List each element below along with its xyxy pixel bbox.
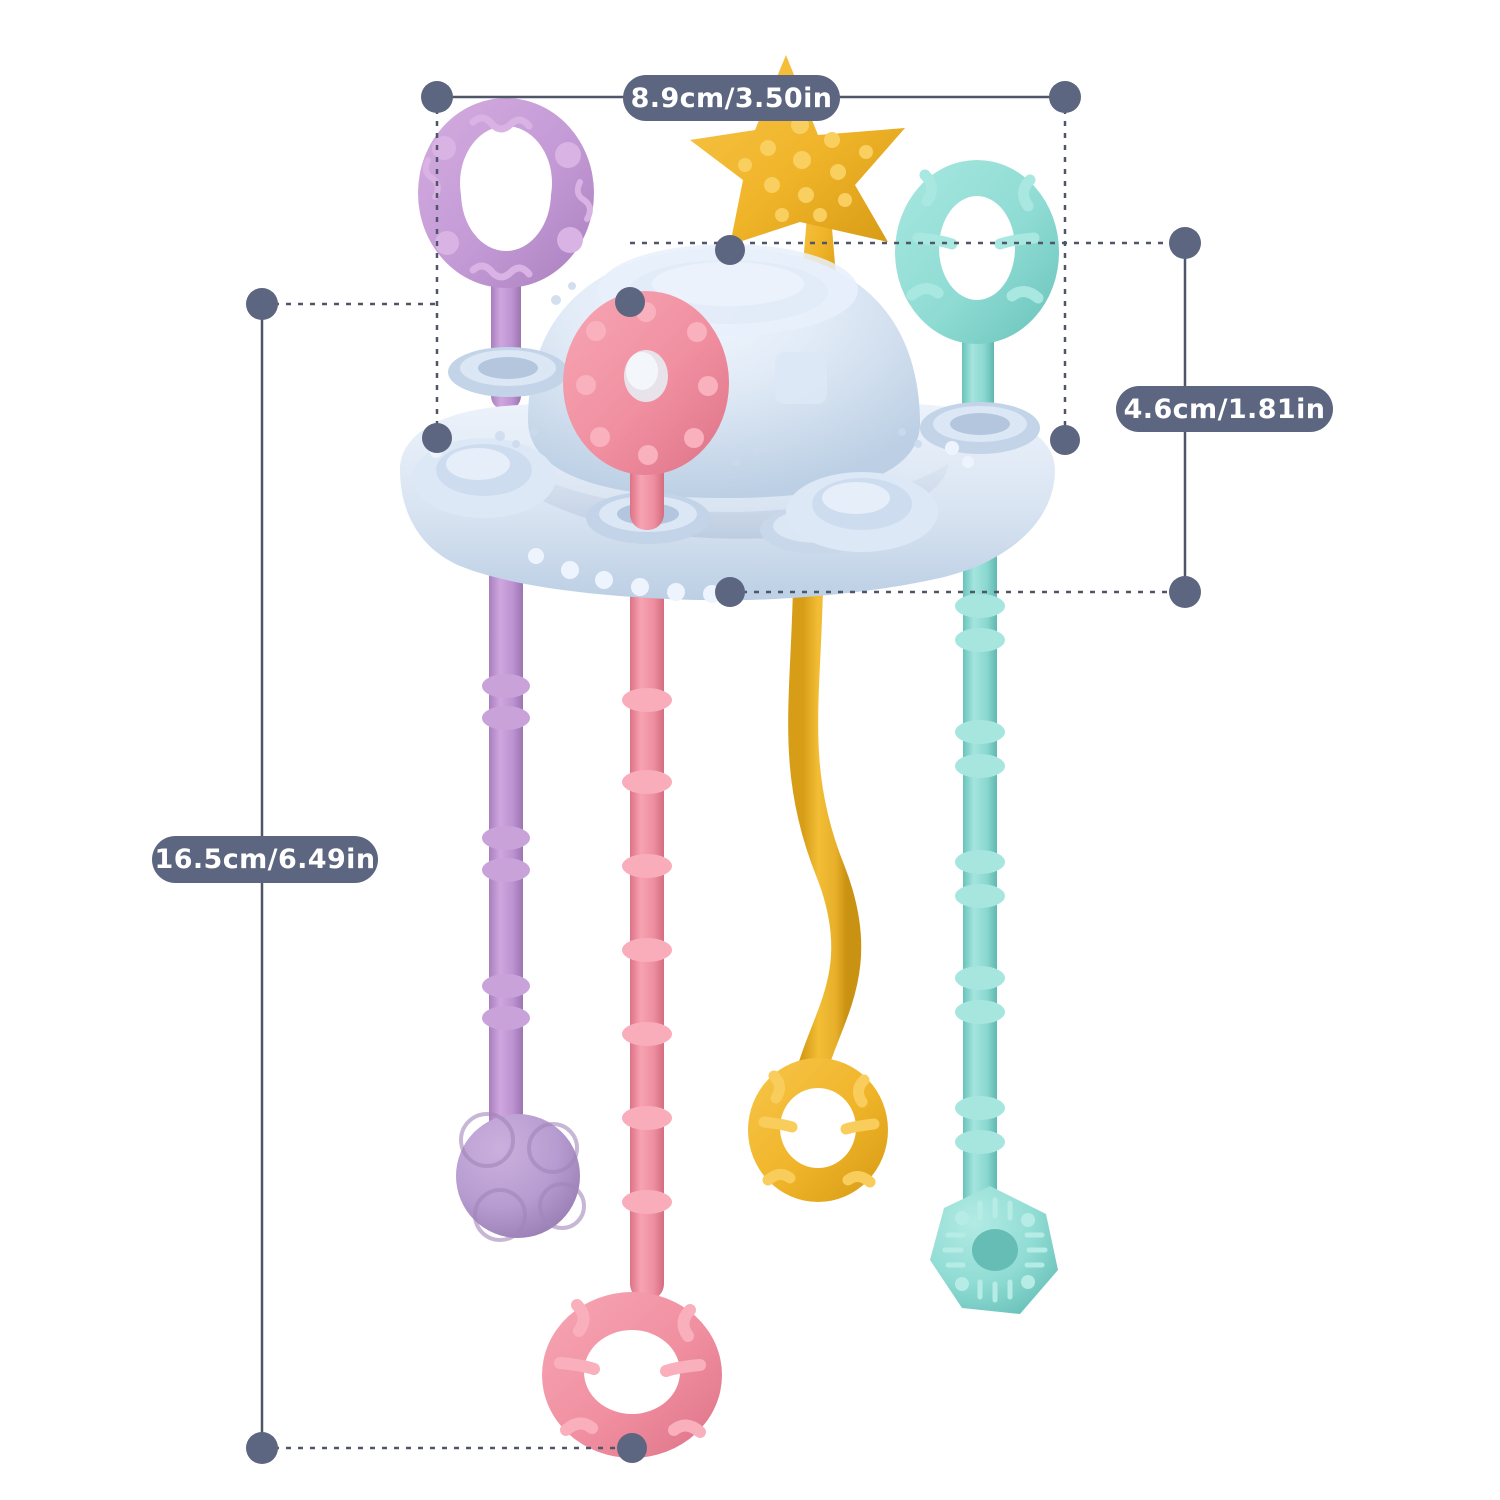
- purple-stem: [482, 520, 530, 1160]
- dot-pendant-bottom: [617, 1433, 647, 1463]
- pink-ring-pendant: [542, 1292, 722, 1458]
- teal-hex-pendant: [930, 1186, 1058, 1314]
- dot-body-left-edge: [422, 423, 452, 453]
- pink-stem: [622, 560, 672, 1300]
- body-pod-right: [786, 472, 938, 552]
- dot-left-bottom: [246, 1432, 278, 1464]
- dot-right-top: [1169, 227, 1201, 259]
- dot-right-bottom: [1169, 576, 1201, 608]
- purple-ring-teether: [418, 98, 594, 288]
- dimension-endpoint-dots: [246, 81, 1201, 1464]
- dot-top-left: [421, 81, 453, 113]
- pink-donut-teether: [563, 291, 729, 530]
- yellow-cord: [788, 570, 862, 1085]
- yellow-ring-pendant: [748, 1058, 888, 1202]
- dot-left-top: [246, 288, 278, 320]
- purple-ball-pendant: [456, 1112, 586, 1242]
- teal-stem: [955, 420, 1005, 1220]
- dot-body-right-edge: [1050, 425, 1080, 455]
- dot-top-right: [1049, 81, 1081, 113]
- dot-body-bottom: [715, 577, 745, 607]
- socket-teal: [920, 402, 1040, 454]
- body-pod-left: [412, 438, 556, 518]
- dimension-label-top-width: 8.9cm/3.50in: [623, 75, 840, 121]
- dot-body-dome-top: [715, 235, 745, 265]
- dimension-label-right-height: 4.6cm/1.81in: [1116, 386, 1333, 432]
- body-speckles: [495, 282, 922, 466]
- dimension-label-left-height: 16.5cm/6.49in: [152, 836, 378, 883]
- socket-purple: [448, 347, 568, 397]
- dot-body-upper-ref: [615, 287, 645, 317]
- yellow-star-teether: [690, 55, 905, 245]
- teal-ring-teether: [895, 160, 1059, 420]
